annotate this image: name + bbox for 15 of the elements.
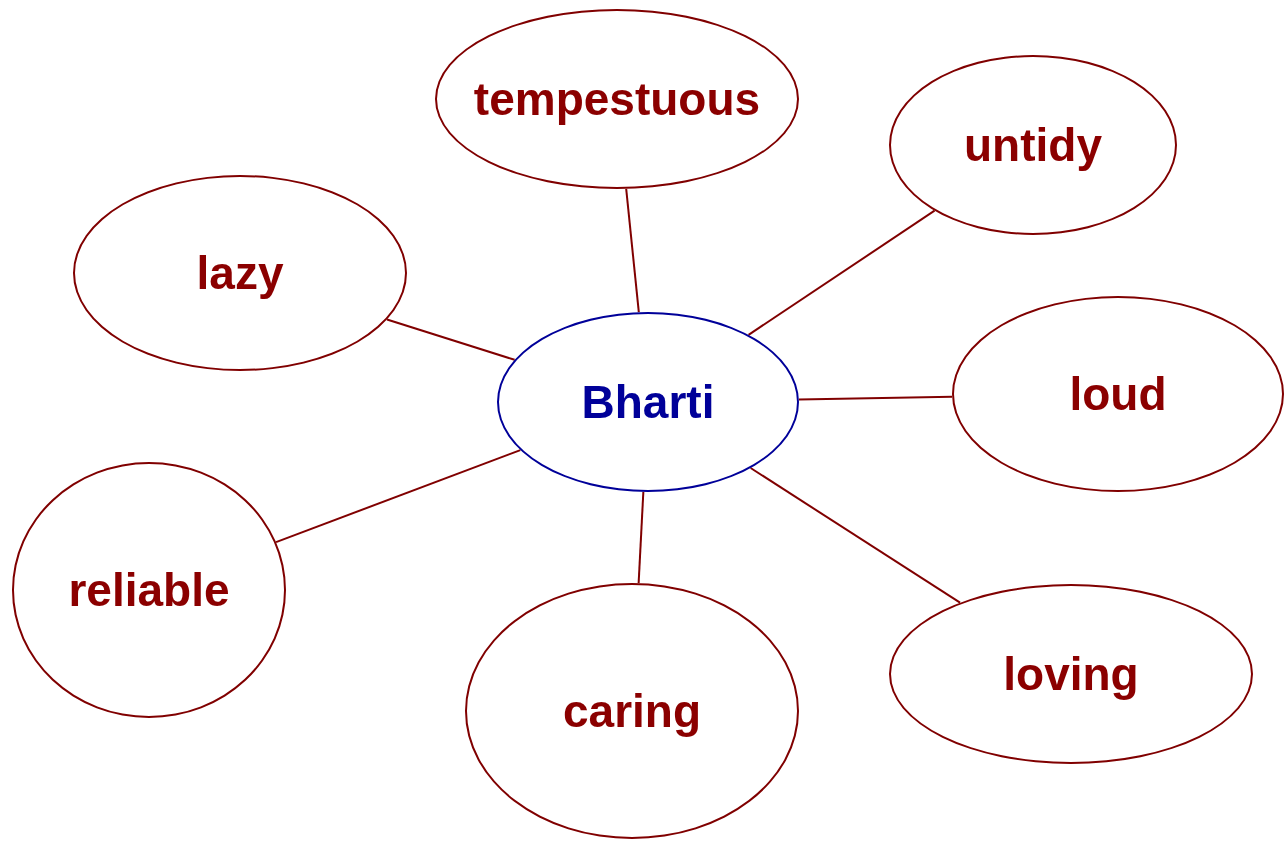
connector-line [625,187,640,314]
trait-label: loud [1069,367,1167,421]
connector-line [747,209,936,336]
trait-label: reliable [68,563,230,617]
trait-label: untidy [964,118,1102,172]
connector-line [386,318,516,361]
connector-line [749,467,962,604]
trait-label: lazy [196,246,284,300]
connector-line [797,395,954,401]
trait-label: Bharti [581,375,715,429]
connector-line [637,490,645,585]
trait-label: tempestuous [473,72,761,126]
trait-label: loving [1003,647,1139,701]
trait-label: caring [562,684,701,738]
connector-line [275,449,522,544]
